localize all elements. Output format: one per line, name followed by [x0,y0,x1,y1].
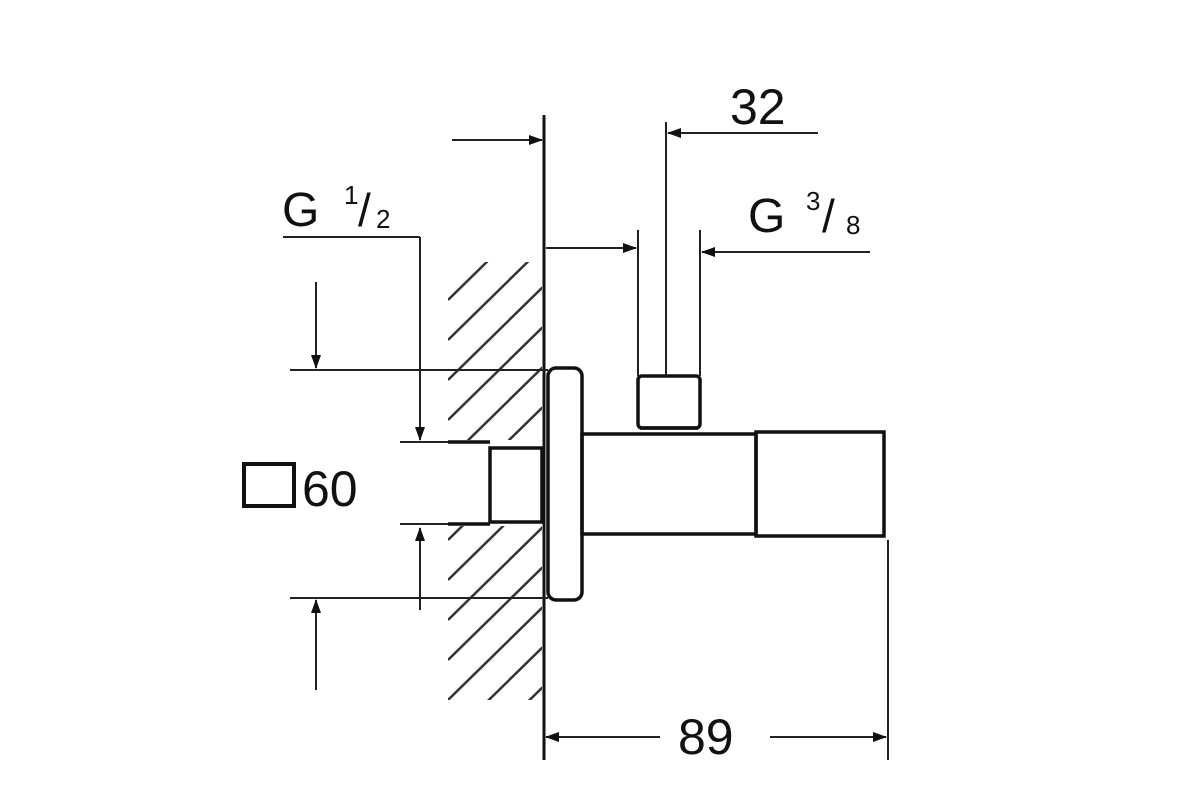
thread-outlet-numerator: 3 [806,186,820,216]
thread-inlet-denominator: 2 [376,204,390,234]
inlet-gap [448,440,542,526]
thread-outlet-slash: / [822,190,835,242]
thread-inlet-prefix: G [282,184,319,237]
square-size-label: 60 [302,461,358,517]
dimension-89-label: 89 [678,709,734,765]
valve-body [448,366,886,602]
thread-outlet-prefix: G [748,190,785,243]
dimension-32-label: 32 [730,79,786,135]
square-icon [242,462,296,508]
dimension-lines [283,122,889,760]
thread-outlet-label: G 3 / 8 [748,186,860,243]
thread-inlet-slash: / [358,184,371,236]
thread-inlet-numerator: 1 [344,180,358,210]
thread-inlet-label: G 1 / 2 [282,180,390,237]
thread-outlet-denominator: 8 [846,210,860,240]
